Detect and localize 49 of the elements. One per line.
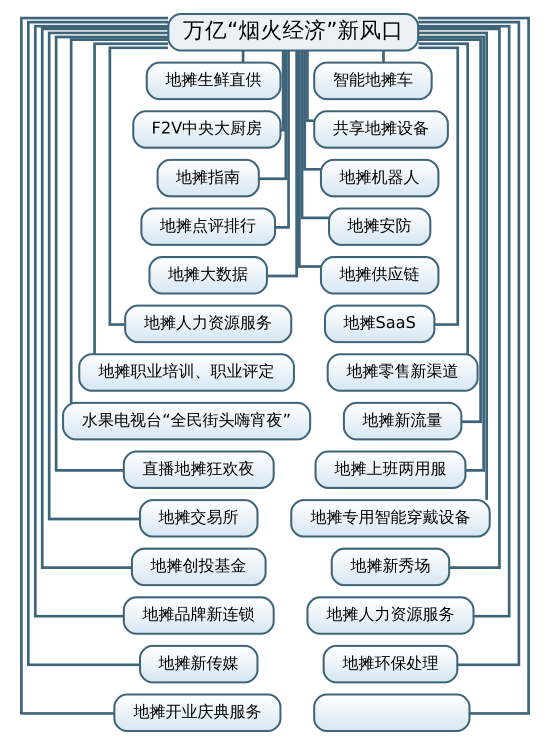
- node-box: 万亿“烟火经济”新风口: [167, 13, 420, 52]
- connector: [259, 50, 288, 180]
- node-box: 地摊安防: [328, 207, 432, 246]
- node-box: 地摊SaaS: [324, 304, 436, 344]
- node-box: 地摊交易所: [139, 499, 258, 538]
- node-box: 地摊品牌新连锁: [122, 596, 275, 635]
- connector: [418, 20, 520, 666]
- node-box: 地摊零售新渠道: [326, 353, 479, 392]
- node-box: 地摊人力资源服务: [124, 304, 292, 344]
- node-box: 地摊开业庆典服务: [113, 694, 282, 732]
- node-box: 地摊生鲜直供: [146, 62, 282, 100]
- node-box: 地摊职业培训、职业评定: [78, 353, 295, 392]
- connector: [298, 50, 321, 268]
- connector: [280, 50, 284, 132]
- connector: [275, 50, 290, 229]
- node-box: F2V中央大厨房: [132, 110, 282, 149]
- node-box: 直播地摊狂欢夜: [122, 450, 275, 489]
- connector: [70, 38, 168, 403]
- node-box: [313, 694, 470, 732]
- node-box: 地摊人力资源服务: [306, 596, 475, 635]
- connector: [54, 36, 168, 472]
- connector: [242, 50, 244, 62]
- node-box: 地摊新流量: [342, 402, 462, 440]
- connector: [300, 50, 329, 220]
- connector: [306, 50, 314, 122]
- connector: [418, 28, 501, 569]
- node-box: 地摊新秀场: [330, 548, 450, 586]
- node-box: 地摊环保处理: [322, 644, 458, 684]
- connector: [418, 24, 510, 618]
- connector: [303, 50, 321, 171]
- node-box: 地摊指南: [156, 158, 260, 198]
- node-box: 共享地摊设备: [313, 110, 449, 149]
- node-box: 地摊创投基金: [130, 548, 267, 586]
- node-box: 地摊专用智能穿戴设备: [290, 499, 491, 538]
- connector: [418, 38, 482, 424]
- connector: [418, 16, 530, 715]
- connector: [418, 42, 469, 354]
- connector: [418, 46, 460, 326]
- node-box: 地摊新传媒: [139, 644, 258, 684]
- node-box: 水果电视台“全民街头嗨宵夜”: [62, 402, 312, 440]
- connector: [267, 50, 298, 278]
- node-box: 智能地摊车: [313, 62, 433, 100]
- connector: [93, 42, 168, 354]
- connector: [382, 50, 385, 62]
- node-box: 地摊点评排行: [140, 207, 276, 246]
- node-box: 地摊机器人: [320, 158, 440, 198]
- node-box: 地摊大数据: [148, 256, 268, 295]
- node-box: 地摊上班两用服: [314, 450, 466, 489]
- node-box: 地摊供应链: [320, 256, 440, 295]
